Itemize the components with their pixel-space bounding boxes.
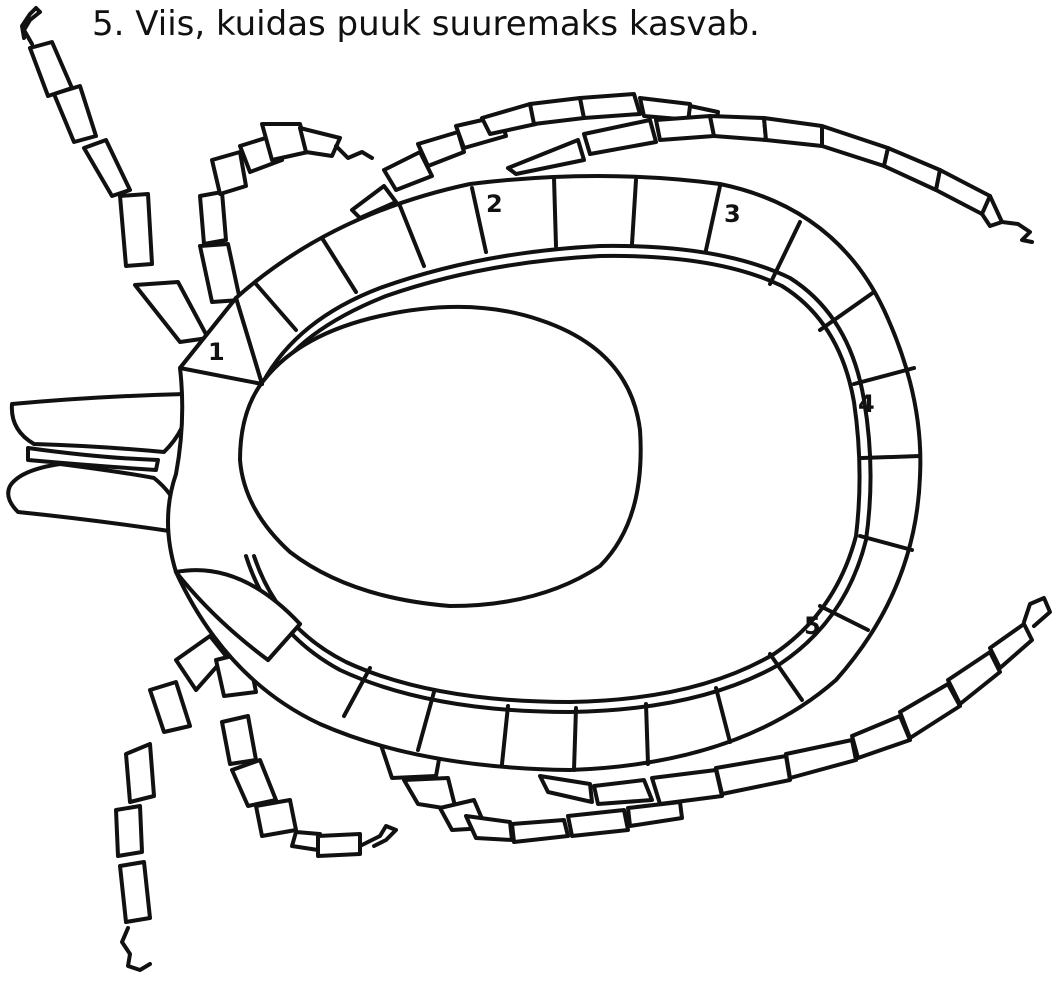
leg-front-left-lower xyxy=(116,636,226,970)
label-5: 5 xyxy=(804,612,821,640)
leg-front-left xyxy=(22,8,208,342)
body xyxy=(168,176,920,770)
label-3: 3 xyxy=(724,200,741,228)
label-2: 2 xyxy=(486,190,503,218)
label-1: 1 xyxy=(208,338,225,366)
scutum xyxy=(240,307,641,606)
label-4: 4 xyxy=(858,390,875,418)
